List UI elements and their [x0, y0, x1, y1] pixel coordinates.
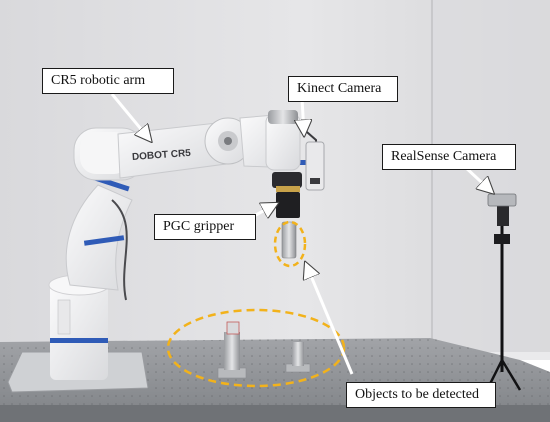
kinect-lens [310, 178, 320, 184]
tripod-leg-right [500, 359, 522, 391]
wall-corner [430, 0, 550, 360]
realsense-camera [487, 193, 517, 207]
arrow-arm [110, 93, 150, 140]
label-objects: Objects to be detected [346, 382, 496, 408]
gripper-body [276, 192, 300, 218]
robot-wrist-top [268, 110, 298, 124]
label-arm: CR5 robotic arm [42, 68, 174, 94]
arrow-gripper [253, 204, 276, 216]
gripper-finger [281, 221, 297, 259]
arrow-realsense [462, 164, 492, 192]
table-edge [0, 405, 550, 422]
arrow-objects [306, 264, 354, 375]
object-1-top [226, 321, 240, 335]
robot-cable [111, 199, 128, 301]
arm-branding: DOBOT CR5 [132, 148, 192, 163]
label-kinect: Kinect Camera [288, 76, 398, 102]
gripper-ring [276, 186, 300, 192]
robot-base-label [57, 299, 71, 335]
object-2 [292, 342, 304, 366]
robot-elbow-center [224, 137, 232, 145]
robot-joint-band-1 [83, 235, 125, 246]
objects-highlight-ellipse [166, 308, 346, 388]
robot-lower-link [65, 184, 133, 291]
label-realsense: RealSense Camera [382, 144, 516, 170]
gripper-highlight-ellipse [273, 220, 307, 268]
gripper-flange [272, 172, 302, 188]
arrow-kinect [302, 97, 304, 134]
object-1 [224, 332, 240, 370]
robot-base-band [50, 338, 108, 343]
robot-shoulder-cap [80, 132, 130, 174]
label-gripper: PGC gripper [154, 214, 256, 240]
tripod-clamp [494, 234, 510, 244]
tripod-head [497, 204, 509, 226]
